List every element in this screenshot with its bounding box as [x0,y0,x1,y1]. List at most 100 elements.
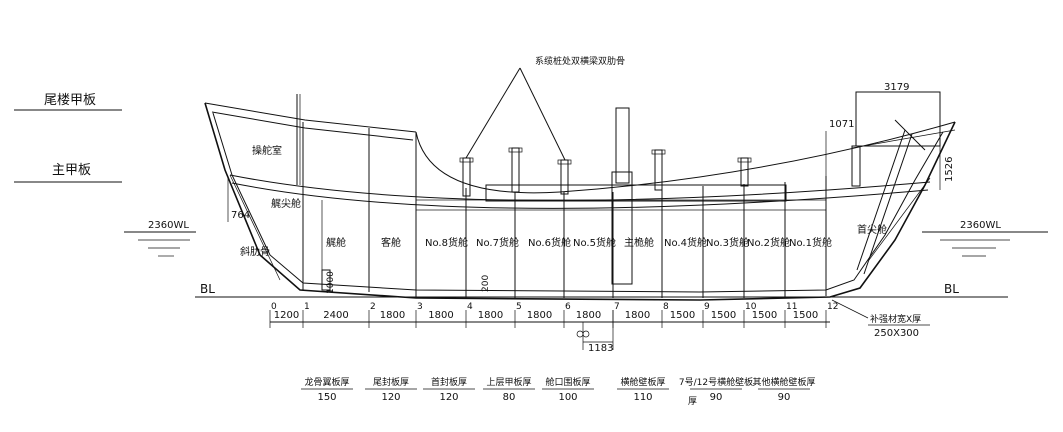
dim-200: 200 [481,275,491,292]
thickness-label: 上层甲板厚 [486,376,531,388]
label-mast: 主桅舱 [624,236,654,249]
thickness-value: 90 [710,392,723,403]
frame-spacing: 2400 [323,310,348,321]
waterline-left-label: 2360WL [148,220,189,231]
frame-number: 11 [786,302,797,312]
frame-number: 0 [271,302,277,312]
frame-number: 5 [516,302,522,312]
hatch-coaming [485,184,787,202]
bollards [459,145,861,197]
top-note: 系缆桩处双横梁双肋骨 [535,55,625,67]
frame-number: 1 [304,302,310,312]
callout-title: 补强材宽X厚 [870,313,921,325]
callout-value: 250X300 [874,328,919,339]
frame-number: 9 [704,302,710,312]
hull-outline [204,102,956,301]
label-no1: No.1货舱 [789,236,832,249]
main-deck-line-inner [231,182,929,209]
bow-rail-inner [851,129,956,149]
label-bow: 首尖舱 [857,223,887,236]
label-no2: No.2货舱 [747,236,790,249]
mast-marker-2 [582,330,590,338]
frame-spacing: 1500 [711,310,736,321]
label-no8: No.8货舱 [425,236,468,249]
label-stern-chain: 斜肋骨 [240,245,270,258]
thickness-value: 110 [633,392,652,403]
bowsprit [856,119,926,275]
dim-1526: 1526 [944,157,955,182]
dim-1183: 1183 [588,343,613,354]
frame-spacing: 1800 [478,310,503,321]
thickness-value: 120 [439,392,458,403]
label-passenger: 客舱 [381,236,401,249]
thickness-value: 120 [381,392,400,403]
thickness-label: 横舱壁板厚 [620,376,665,388]
frame-spacing: 1500 [793,310,818,321]
baseline-right-label: BL [944,282,959,296]
frame-spacing: 1800 [527,310,552,321]
bulkheads [302,122,827,298]
thickness-label: 7号/12号横舱壁板 [679,376,753,388]
compartment-labels: 操舵室 艉尖舱 斜肋骨 艉舱 客舱 No.8货舱 No.7货舱 No.6货舱 N… [240,144,887,258]
frame-number: 8 [663,302,669,312]
callout-leader [831,299,869,319]
dim-764: 764 [231,210,250,221]
table-extra: 厚 [688,396,697,407]
hull-inner-line [212,112,944,293]
thickness-value: 80 [503,392,516,403]
frame-number: 2 [370,302,376,312]
thickness-label: 舱口围板厚 [545,376,590,388]
frame-spacing: 1800 [380,310,405,321]
frame-spacing: 1800 [576,310,601,321]
bow-rail [415,121,956,194]
dim-3179: 3179 [884,82,909,93]
thickness-table: 龙骨翼板厚 150 尾封板厚 120 首封板厚 120 上层甲板厚 80 舱口围板厚 100 横舱壁… [301,376,816,403]
label-no4: No.4货舱 [664,236,707,249]
thickness-label: 其他横舱壁板厚 [752,376,815,388]
thickness-value: 150 [317,392,336,403]
waterline-right-label: 2360WL [960,220,1001,231]
frame-number: 3 [417,302,423,312]
mast-step [611,171,633,285]
poop-deck-line-inner [211,111,414,141]
label-no5: No.5货舱 [573,236,616,249]
bow-dimension-box [855,91,941,147]
poop-deck-label: 尾楼甲板 [44,93,96,108]
baseline-left-label: BL [200,282,215,296]
frame-spacing: 1200 [274,310,299,321]
label-tail-tip: 艉尖舱 [271,197,301,210]
label-rudder: 艉舱 [326,236,346,249]
poop-deck-line [204,102,417,133]
frame-spacing: 1800 [428,310,453,321]
leader-2 [519,67,566,161]
frame-spacing: 1800 [625,310,650,321]
frame-number: 6 [565,302,571,312]
dim-1000: 1000 [326,271,336,294]
frame-number: 4 [467,302,473,312]
thickness-value: 90 [778,392,791,403]
bow-stay [868,177,931,261]
main-deck-label: 主甲板 [52,163,91,178]
stern-frame-slant [229,174,281,281]
keel-block [321,269,331,291]
thickness-value: 100 [558,392,577,403]
mast-marker-1 [576,330,584,338]
main-deck-line [229,174,931,201]
thickness-label: 龙骨翼板厚 [304,376,349,388]
label-no6: No.6货舱 [528,236,571,249]
label-cabin: 操舵室 [252,144,282,157]
thickness-label: 尾封板厚 [373,376,409,388]
label-no3: No.3货舱 [706,236,749,249]
leader-1 [465,67,521,159]
dim-1071: 1071 [829,119,854,130]
frame-spacing: 1500 [670,310,695,321]
frame-spacing: 1500 [752,310,777,321]
thickness-label: 首封板厚 [431,376,467,388]
label-no7: No.7货舱 [476,236,519,249]
frame-number: 7 [614,302,620,312]
frame-number: 12 [827,302,838,312]
frame-number: 10 [745,302,757,312]
main-mast [615,107,630,184]
